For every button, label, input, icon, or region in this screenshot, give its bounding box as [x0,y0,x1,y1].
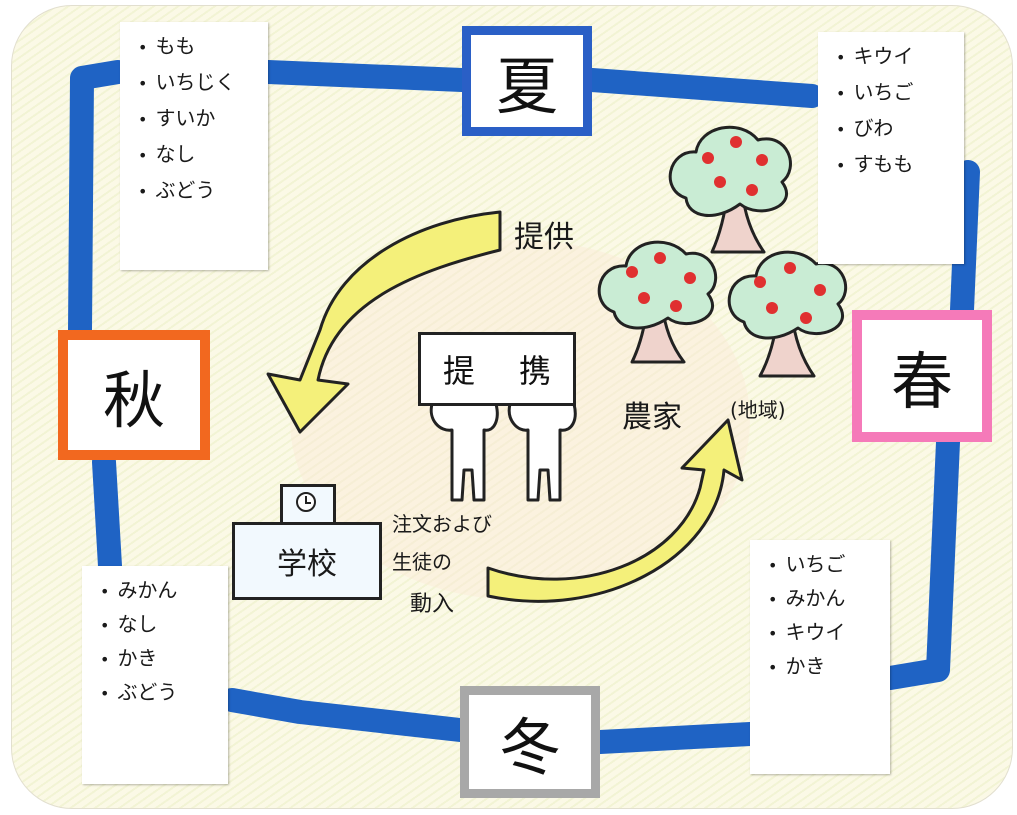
season-spring-box: 春 [852,310,992,442]
fruit-item: みかん [768,586,876,610]
fruit-item: すもも [836,152,950,176]
fruit-item: いちご [768,552,876,576]
fruit-list-autumn: みかん なし かき ぶどう [100,578,214,704]
fruit-card-winter: いちご みかん キウイ かき [750,540,890,774]
partnership-banner: 提 携 [418,332,576,406]
person-left [429,402,499,502]
students-label: 生徒の [392,550,452,574]
season-winter-box: 冬 [460,686,600,798]
school-building: 学校 [232,522,382,600]
region-label: (地域) [730,398,786,422]
fruit-item: もも [138,34,254,58]
school-label: 学校 [277,547,337,582]
order-arrow [486,418,744,603]
fruit-item: なし [100,612,214,636]
offer-label: 提供 [514,220,574,255]
season-autumn-box: 秋 [58,330,210,460]
fruit-list-summer: もも いちじく すいか なし ぶどう [138,34,254,202]
fruit-item: みかん [100,578,214,602]
season-loop [68,60,980,754]
order-label: 注文および [392,512,492,536]
loop-segment-top-right [580,68,824,108]
tree-left [597,240,718,364]
season-summer-box: 夏 [462,26,592,136]
person-right [507,402,577,502]
fruit-card-autumn: みかん なし かき ぶどう [82,566,228,784]
fruit-card-summer: もも いちじく すいか なし ぶどう [120,22,268,270]
fruit-card-spring: キウイ いちご びわ すもも [818,32,964,264]
fruit-item: ぶどう [138,178,254,202]
fruit-item: キウイ [768,620,876,644]
loop-segment-left-top [68,60,130,342]
loop-segment-bottom-left [220,688,472,742]
loop-segment-right-bottom [878,430,960,690]
partnership-char: 提 [442,352,475,390]
loop-segment-bottom-right [588,722,762,754]
fruit-item: いちじく [138,70,254,94]
fruit-item: ぶどう [100,680,214,704]
fruit-item: なし [138,142,254,166]
partnership-char: 携 [518,352,551,390]
fruit-item: すいか [138,106,254,130]
fruit-item: キウイ [836,44,950,68]
loop-segment-left-bottom [92,450,122,578]
farm-label: 農家 [622,400,682,435]
loop-segment-right-top [950,160,980,322]
introduction-label: 動入 [410,592,455,617]
tree-right [727,250,848,378]
fruit-item: いちご [836,80,950,104]
loop-segment-top-left [256,60,474,92]
fruit-item: びわ [836,116,950,140]
fruit-list-winter: いちご みかん キウイ かき [768,552,876,678]
clock-icon [296,492,316,512]
tree-top [668,125,792,254]
people-figures [429,402,577,502]
offer-arrow [266,210,502,434]
fruit-item: かき [100,646,214,670]
fruit-item: かき [768,654,876,678]
fruit-list-spring: キウイ いちご びわ すもも [836,44,950,176]
